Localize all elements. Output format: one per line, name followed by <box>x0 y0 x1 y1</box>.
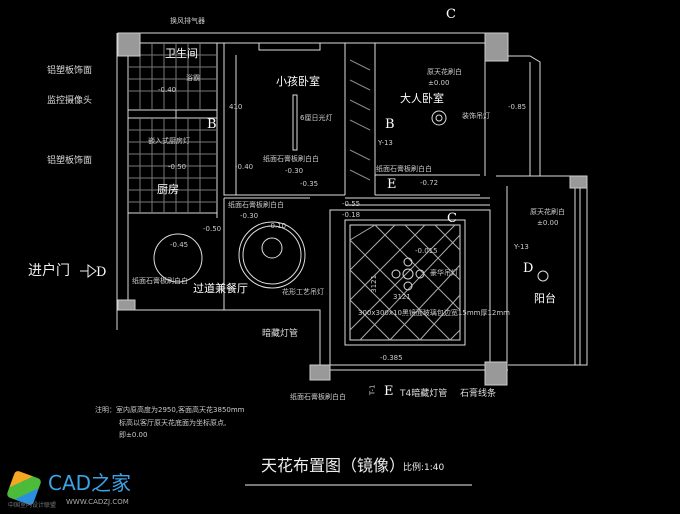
section-mark-e2: E <box>384 384 394 399</box>
drawing-title: 天花布置图（镜像） <box>261 456 406 475</box>
section-mark-d: D <box>96 265 107 280</box>
section-mark-c: C <box>446 7 456 22</box>
bath-light-label: 浴霸 <box>186 74 200 82</box>
zero-level-2: ±0.00 <box>537 219 559 227</box>
level-mark: -0.18 <box>342 211 361 219</box>
level-mark: -0.35 <box>300 180 319 188</box>
drawing-scale: 比例:1:40 <box>403 463 445 473</box>
y13-mark-2: Y-13 <box>514 243 529 251</box>
logo-name: CAD之家 <box>48 471 132 495</box>
gypsum-dining-label: 纸面石膏板刷白白 <box>228 201 284 209</box>
level-mark: -0.30 <box>285 167 304 175</box>
camera-label: 监控摄像头 <box>47 96 93 106</box>
note-line-3: 即±0.00 <box>119 431 148 439</box>
section-mark-b: B <box>207 117 217 132</box>
section-mark-b2: B <box>385 117 395 132</box>
t1-mark: T-1 <box>368 384 377 396</box>
level-mark: -0.015 <box>415 247 438 255</box>
level-mark: -0.40 <box>158 86 177 94</box>
kitchen-light-label: 嵌入式厨房灯 <box>148 137 190 145</box>
orig-ceiling-label: 原天花刷白 <box>427 68 462 76</box>
t4-label: T4暗藏灯管 <box>400 389 448 399</box>
section-mark-e: E <box>387 177 397 192</box>
hidden-tube-label: 暗藏灯管 <box>262 329 299 339</box>
fluor-label: 6厘日光灯 <box>300 114 333 122</box>
kids-ceiling-label: 纸面石膏板刷白白 <box>263 155 319 163</box>
level-mark: -0.30 <box>240 212 259 220</box>
level-mark: -0.50 <box>203 225 222 233</box>
gypsum-dining-label-2: 纸面石膏板刷白白 <box>132 277 188 285</box>
gypsum-top-label: 纸面石膏板刷白白 <box>376 165 432 173</box>
art-light-label: 花形工艺吊灯 <box>282 288 324 296</box>
room-kids: 小孩卧室 <box>276 75 320 88</box>
panel-label-1: 铝塑板饰面 <box>47 66 93 76</box>
y13-mark: Y-13 <box>378 139 393 147</box>
level-mark: -0.72 <box>420 179 439 187</box>
luxury-light-label: 豪华吊灯 <box>430 269 458 277</box>
level-mark: -0.85 <box>508 103 527 111</box>
level-mark: -0.10 <box>268 222 287 230</box>
tile-note: 300x300x10黑镜面玻璃包边宽15mm厚12mm <box>358 309 511 317</box>
orig-ceiling-label-2: 原天花刷白 <box>530 208 565 216</box>
level-mark: -0.40 <box>235 163 254 171</box>
dim-3121-h: 3121 <box>393 293 411 301</box>
section-mark-d2: D <box>523 261 534 276</box>
level-mark: -0.385 <box>380 354 403 362</box>
room-bathroom: 卫生间 <box>165 47 198 60</box>
logo[interactable]: CAD之家 WWW.CADZJ.COM 中国室内设计联盟 <box>6 470 146 512</box>
room-balcony: 阳台 <box>534 292 556 305</box>
room-dining: 过道兼餐厅 <box>193 282 248 295</box>
logo-sub: 中国室内设计联盟 <box>8 502 57 509</box>
note-line-2: 标高以客厅原天花底面为坐标原点, <box>119 419 227 427</box>
level-mark: -0.55 <box>342 200 361 208</box>
dim-3121-v: 3121 <box>370 274 379 293</box>
room-master: 大人卧室 <box>400 92 444 105</box>
level-mark: -0.45 <box>170 241 189 249</box>
panel-label-2: 铝塑板饰面 <box>47 156 93 166</box>
plaster-label: 石膏线条 <box>460 389 497 399</box>
room-kitchen: 厨房 <box>157 183 179 196</box>
note-line-1: 注明：室内原高度为2950,客面高天花3850mm <box>95 406 245 414</box>
section-mark-c2: C <box>447 211 457 226</box>
exhaust-label: 换风排气器 <box>170 17 205 25</box>
zero-level: ±0.00 <box>428 79 450 87</box>
deco-light-label: 装饰吊灯 <box>462 112 490 120</box>
gypsum-bottom-label: 纸面石膏板刷白白 <box>290 393 346 401</box>
entry-label: 进户门 <box>28 263 70 279</box>
logo-cube-icon <box>6 470 42 506</box>
logo-url: WWW.CADZJ.COM <box>66 498 129 506</box>
dim-410: 410 <box>229 103 243 111</box>
level-mark: -0.50 <box>168 163 187 171</box>
